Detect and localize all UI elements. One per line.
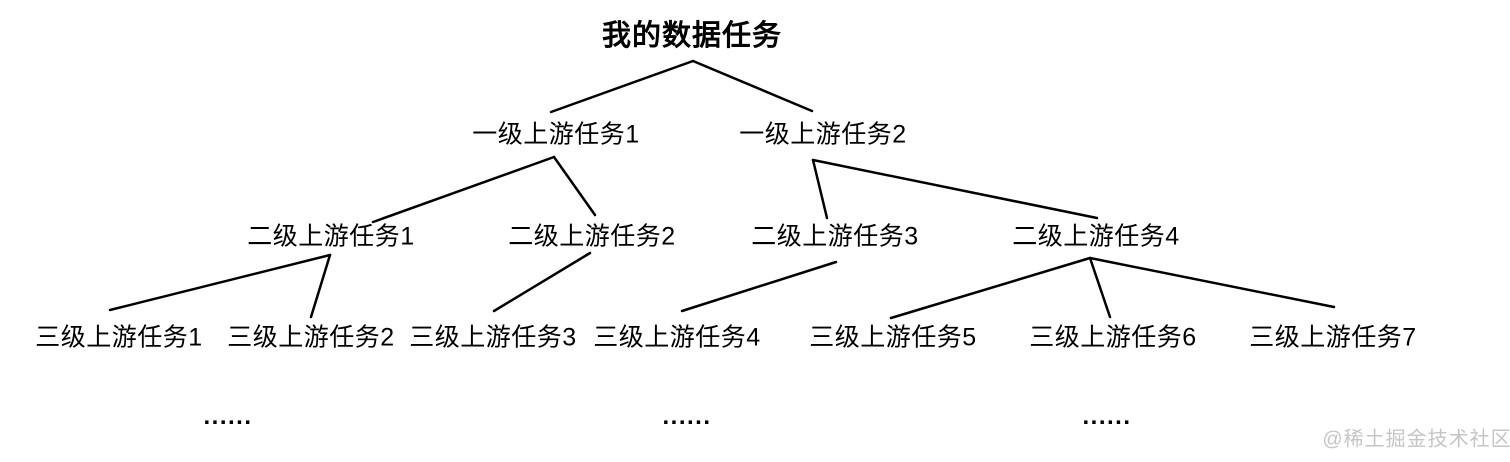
watermark: @稀土掘金技术社区 bbox=[1322, 428, 1510, 451]
tree-edge-root-to-level1-task2 bbox=[691, 59, 814, 113]
tree-node-level3-task4: 三级上游任务4 bbox=[593, 323, 761, 352]
tree-node-level3-task2: 三级上游任务2 bbox=[227, 323, 395, 352]
tree-edge-level2-task4-to-level3-task5 bbox=[889, 256, 1092, 320]
tree-edge-level1-task2-to-level2-task3 bbox=[811, 158, 829, 220]
tree-node-level1-task1: 一级上游任务1 bbox=[472, 120, 640, 149]
tree-node-level2-task2: 二级上游任务2 bbox=[508, 222, 676, 251]
tree-node-level1-task2: 一级上游任务2 bbox=[739, 120, 907, 149]
tree-edge-level2-task3-to-level3-task4 bbox=[680, 260, 838, 313]
tree-node-level2-task4: 二级上游任务4 bbox=[1012, 222, 1180, 251]
tree-node-level3-task3: 三级上游任务3 bbox=[409, 323, 577, 352]
tree-node-level2-task3: 二级上游任务3 bbox=[751, 222, 919, 251]
tree-node-level3-task5: 三级上游任务5 bbox=[809, 323, 977, 352]
tree-edge-level2-task4-to-level3-task7 bbox=[1088, 256, 1336, 309]
tree-node-ellipsis-2: ...... bbox=[662, 402, 712, 430]
diagram-title: 我的数据任务 bbox=[601, 20, 783, 53]
tree-edge-root-to-level1-task1 bbox=[549, 59, 695, 114]
tree-edge-level2-task1-to-level3-task1 bbox=[108, 253, 332, 312]
tree-edge-level2-task1-to-level3-task2 bbox=[309, 253, 332, 319]
tree-node-ellipsis-1: ...... bbox=[203, 402, 253, 430]
tree-edge-level2-task4-to-level3-task6 bbox=[1088, 256, 1112, 319]
tree-edge-level1-task1-to-level2-task1 bbox=[371, 155, 556, 224]
tree-node-level3-task6: 三级上游任务6 bbox=[1029, 323, 1197, 352]
tree-node-ellipsis-3: ...... bbox=[1082, 402, 1132, 430]
tree-edge-level1-task1-to-level2-task2 bbox=[552, 155, 597, 217]
tree-edge-level1-task2-to-level2-task4 bbox=[811, 158, 1099, 220]
tree-node-level3-task1: 三级上游任务1 bbox=[35, 323, 203, 352]
tree-node-level3-task7: 三级上游任务7 bbox=[1249, 323, 1417, 352]
tree-node-level2-task1: 二级上游任务1 bbox=[247, 222, 415, 251]
tree-edge-level2-task2-to-level3-task3 bbox=[492, 251, 592, 313]
